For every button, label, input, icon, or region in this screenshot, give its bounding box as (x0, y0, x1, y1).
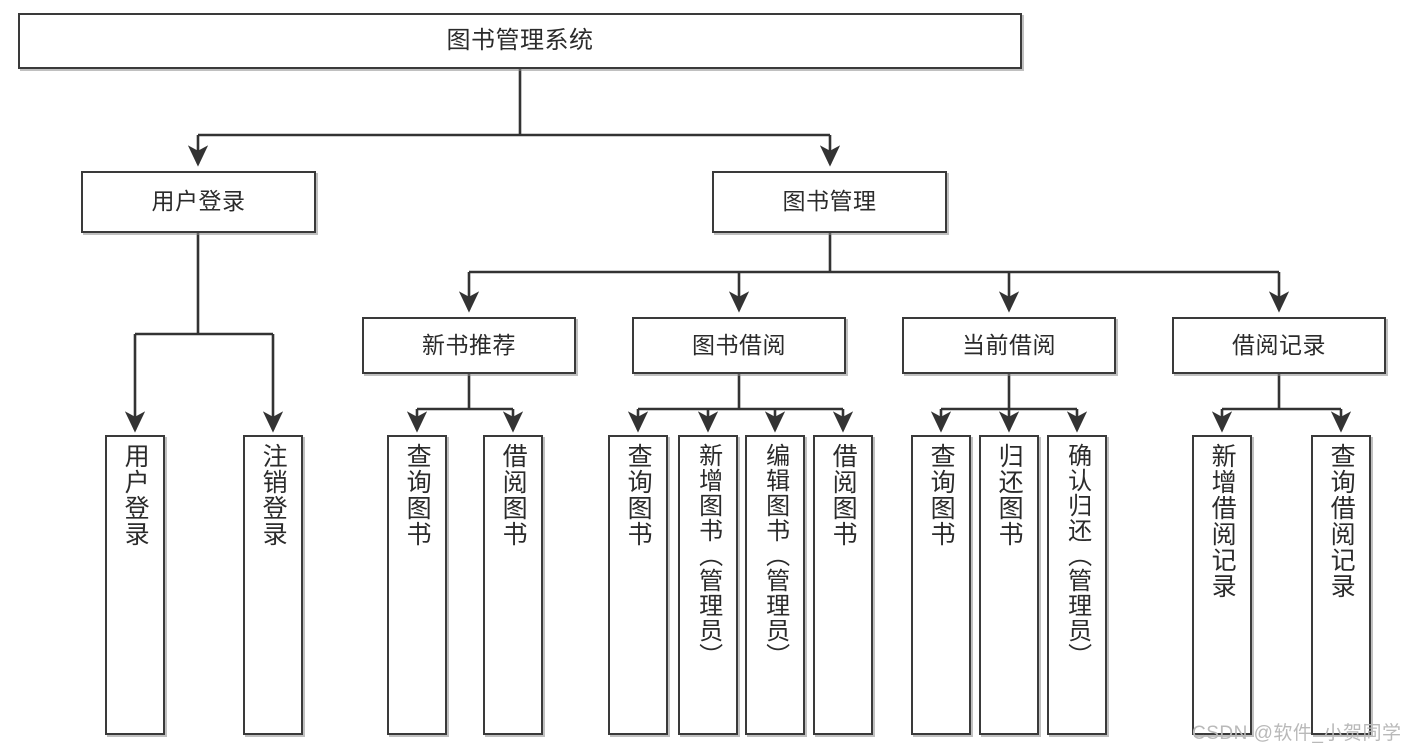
node-borrow-record[interactable]: 借阅记录 (1172, 317, 1386, 374)
node-book-borrow-label: 图书借阅 (692, 331, 786, 358)
leaf-user-login-logout[interactable]: 注销登录 (243, 435, 303, 735)
node-user-login-label: 用户登录 (151, 188, 246, 215)
node-new-book-recommend[interactable]: 新书推荐 (362, 317, 576, 374)
leaf-book-borrow-add-label: 新增图书（管理员） (694, 443, 722, 668)
leaf-book-borrow-edit-label: 编辑图书（管理员） (761, 443, 789, 668)
leaf-new-book-borrow-label: 借阅图书 (499, 443, 528, 547)
leaf-borrow-record-add[interactable]: 新增借阅记录 (1192, 435, 1252, 735)
leaf-current-borrow-query[interactable]: 查询图书 (911, 435, 971, 735)
leaf-current-borrow-return[interactable]: 归还图书 (979, 435, 1039, 735)
leaf-book-borrow-borrow-label: 借阅图书 (829, 443, 858, 547)
leaf-borrow-record-query[interactable]: 查询借阅记录 (1311, 435, 1371, 735)
leaf-current-borrow-confirm[interactable]: 确认归还（管理员） (1047, 435, 1107, 735)
node-borrow-record-label: 借阅记录 (1232, 331, 1326, 358)
node-new-book-recommend-label: 新书推荐 (422, 331, 516, 358)
leaf-book-borrow-edit[interactable]: 编辑图书（管理员） (745, 435, 805, 735)
leaf-new-book-borrow[interactable]: 借阅图书 (483, 435, 543, 735)
leaf-borrow-record-query-label: 查询借阅记录 (1327, 443, 1356, 599)
node-book-borrow[interactable]: 图书借阅 (632, 317, 846, 374)
leaf-book-borrow-query[interactable]: 查询图书 (608, 435, 668, 735)
leaf-user-login-login[interactable]: 用户登录 (105, 435, 165, 735)
node-current-borrow[interactable]: 当前借阅 (902, 317, 1116, 374)
leaf-book-borrow-query-label: 查询图书 (624, 443, 653, 547)
node-book-management[interactable]: 图书管理 (712, 171, 947, 233)
leaf-user-login-logout-label: 注销登录 (259, 443, 288, 547)
leaf-new-book-query-label: 查询图书 (403, 443, 432, 547)
leaf-user-login-login-label: 用户登录 (121, 443, 150, 547)
leaf-borrow-record-add-label: 新增借阅记录 (1208, 443, 1237, 599)
leaf-current-borrow-confirm-label: 确认归还（管理员） (1063, 443, 1091, 668)
node-current-borrow-label: 当前借阅 (962, 331, 1056, 358)
leaf-new-book-query[interactable]: 查询图书 (387, 435, 447, 735)
leaf-book-borrow-add[interactable]: 新增图书（管理员） (678, 435, 738, 735)
node-user-login[interactable]: 用户登录 (81, 171, 316, 233)
leaf-book-borrow-borrow[interactable]: 借阅图书 (813, 435, 873, 735)
node-root-label: 图书管理系统 (446, 26, 594, 54)
leaf-current-borrow-return-label: 归还图书 (995, 443, 1024, 547)
node-root[interactable]: 图书管理系统 (18, 13, 1022, 69)
node-book-management-label: 图书管理 (782, 188, 877, 215)
leaf-current-borrow-query-label: 查询图书 (927, 443, 956, 547)
watermark: CSDN @软件_小贺同学 (1192, 723, 1402, 744)
